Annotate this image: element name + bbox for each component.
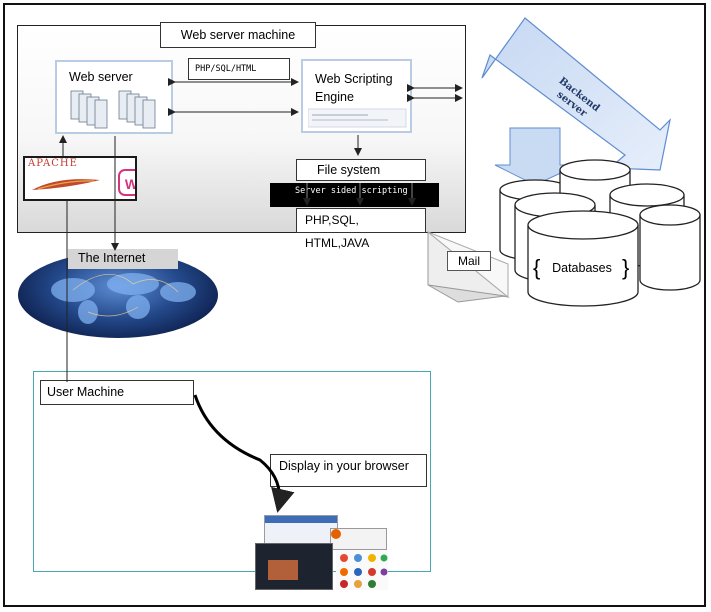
internet-label: The Internet: [68, 249, 178, 269]
diagram-frame: [3, 3, 706, 607]
user-machine-label: User Machine: [40, 380, 194, 405]
web-server-machine-title: Web server machine: [160, 22, 316, 48]
file-system-box: File system: [296, 159, 426, 181]
browser-screenshot-thumbnail-2: [330, 528, 387, 550]
web-scripting-engine-box: Web Scripting Engine: [301, 59, 412, 133]
server-rack-icon: [70, 90, 156, 129]
backend-downward-arrow: [494, 127, 579, 186]
web-server-box: Web server: [55, 60, 173, 134]
backend-server-arrow: [481, 17, 671, 171]
database-bracket-right: }: [622, 255, 629, 280]
firefox-icon: [331, 529, 341, 539]
user-machine-panel: [33, 371, 431, 572]
display-in-browser-label: Display in your browser: [270, 454, 427, 487]
apache-wamp-logos: APACHE W: [23, 156, 137, 201]
languages-box: PHP,SQL, HTML,JAVA: [296, 208, 426, 250]
mail-label: Mail: [447, 251, 491, 271]
database-cylinders-icon: [499, 159, 701, 307]
databases-label: Databases: [552, 261, 612, 275]
browser-icons: [340, 554, 388, 588]
wamp-logo-icon: W: [118, 169, 135, 196]
apache-feather-icon: [32, 179, 100, 190]
browser-content-image: [268, 560, 298, 580]
web-scripting-engine-label: Web Scripting Engine: [315, 72, 393, 104]
world-map-icon: [51, 273, 196, 324]
protocols-label: PHP/SQL/HTML: [188, 58, 290, 80]
app-icons-grid: [336, 550, 388, 590]
web-server-label: Web server: [69, 70, 133, 84]
engine-screenshot-icon: [308, 108, 407, 128]
apache-logo-text: APACHE: [28, 158, 78, 169]
browser-toolbar: [265, 516, 337, 523]
database-bracket-left: {: [533, 255, 540, 280]
user-display-curved-arrow: [193, 394, 295, 513]
browser-window-thumbnail: [255, 543, 333, 590]
